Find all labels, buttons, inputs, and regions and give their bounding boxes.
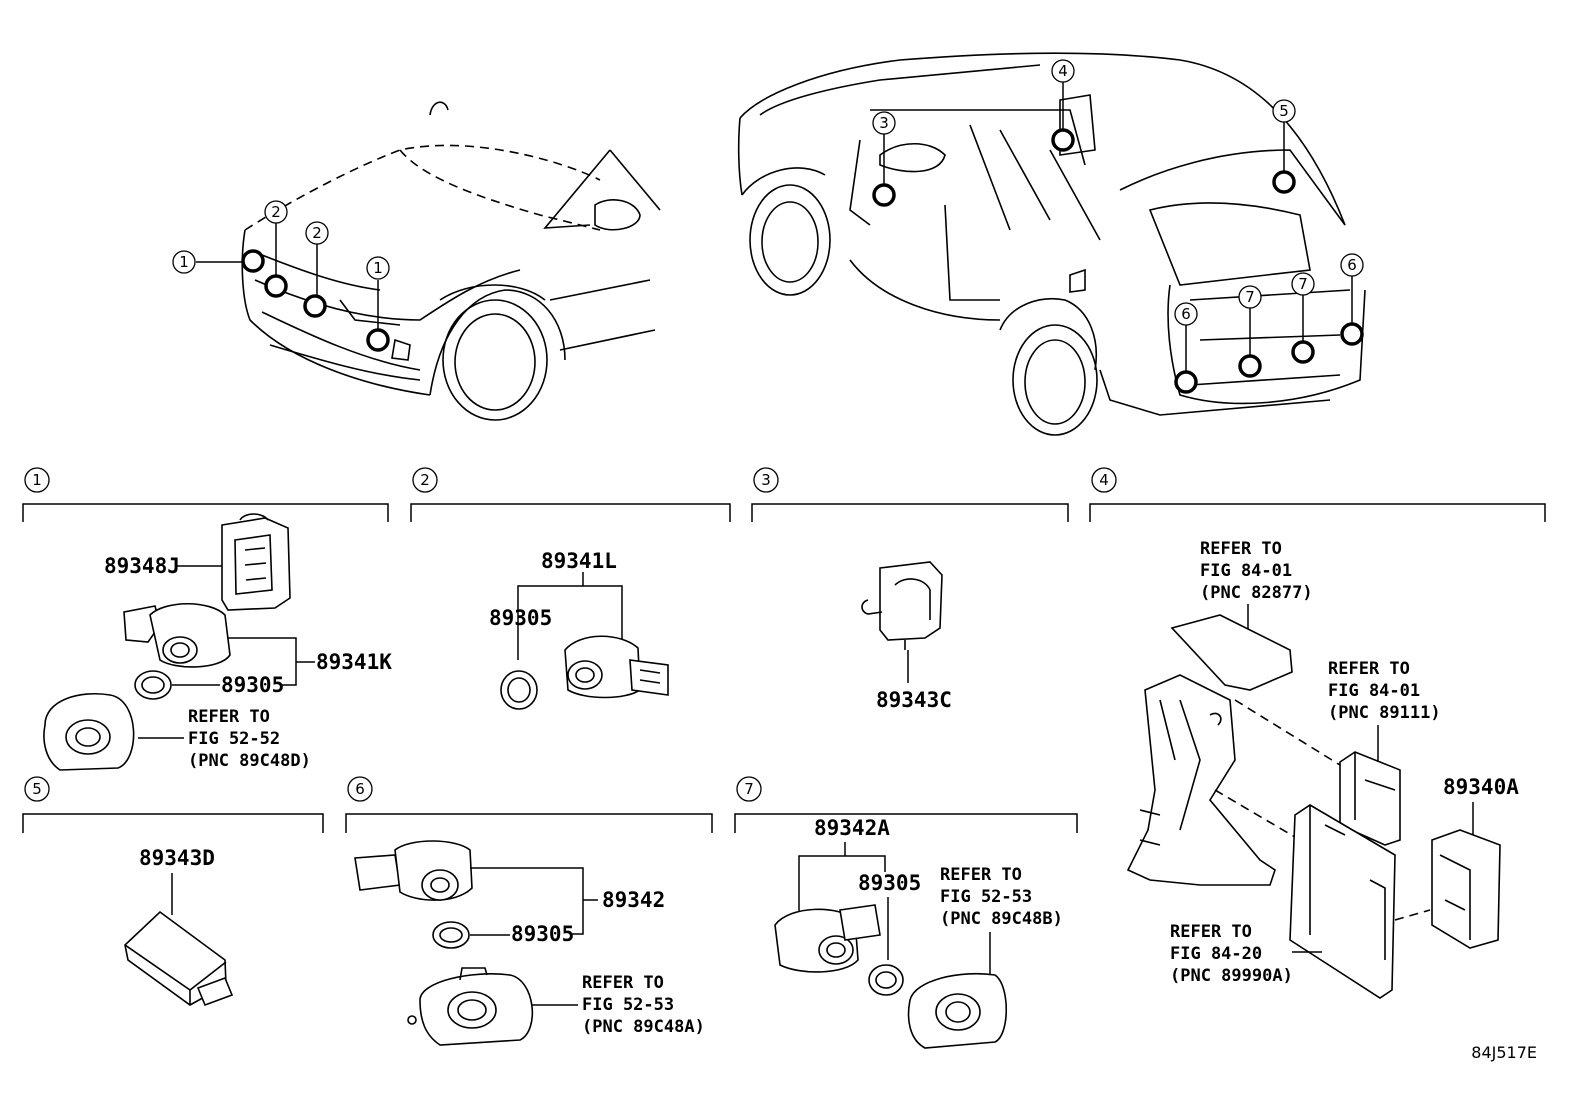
sensor-89343C-drawing: [861, 561, 943, 650]
part-89341K-label: 89341K: [316, 650, 392, 674]
part-89340A-label: 89340A: [1443, 775, 1519, 799]
section-4: REFER TO FIG 84-01 (PNC 82877) REFER TO …: [1126, 539, 1519, 999]
refer-s7-line3: (PNC 89C48B): [940, 909, 1063, 929]
callout-1-right: 1: [373, 259, 383, 277]
part-89342A-label: 89342A: [814, 816, 890, 840]
ring-89305-drawing-s2: [500, 670, 538, 710]
section-3: 89343C: [861, 561, 952, 712]
section-2: 89341L 89305: [489, 549, 669, 710]
refer-s4c-line2: FIG 84-20: [1170, 944, 1262, 964]
diagram-id: 84J517E: [1471, 1043, 1537, 1062]
section-2-number: 2: [420, 471, 430, 489]
refer-s4a-line3: (PNC 82877): [1200, 583, 1313, 603]
front-vehicle-view: 1 2 2 1: [172, 101, 661, 421]
part-89348J-label: 89348J: [104, 554, 180, 578]
sensor-89341K-drawing: [123, 602, 231, 668]
ring-89305-drawing-s7: [868, 964, 904, 996]
part-89342-label: 89342: [602, 888, 665, 912]
bezel-drawing-s6: [407, 967, 534, 1046]
refer-s6-line2: FIG 52-53: [582, 995, 674, 1015]
part-89305-label-s1: 89305: [221, 673, 284, 697]
sensor-89342-drawing: [354, 840, 473, 901]
callout-1-left: 1: [179, 253, 189, 271]
callout-4-vehicle: 4: [1058, 62, 1068, 80]
callout-6-vehicle-right: 6: [1347, 256, 1357, 274]
bracket-89348J-drawing: [221, 513, 291, 611]
section-1: 89348J 89341K 89305 REFER TO FIG 52-52 (…: [43, 513, 392, 771]
refer-s4c-line1: REFER TO: [1170, 922, 1252, 942]
refer-s1-line2: FIG 52-52: [188, 729, 280, 749]
callout-7-vehicle-left: 7: [1245, 288, 1255, 306]
callout-5-vehicle: 5: [1279, 102, 1289, 120]
refer-s6-line3: (PNC 89C48A): [582, 1017, 705, 1037]
part-89341L-label: 89341L: [541, 549, 617, 573]
refer-s1-line1: REFER TO: [188, 707, 270, 727]
part-89343D-label: 89343D: [139, 846, 215, 870]
refer-s4c-line3: (PNC 89990A): [1170, 966, 1293, 986]
refer-s4b-line2: FIG 84-01: [1328, 681, 1420, 701]
sensor-89341L-drawing: [564, 635, 669, 699]
callout-6-vehicle-left: 6: [1181, 305, 1191, 323]
bracket-assembly-drawing: [1126, 614, 1293, 886]
bezel-drawing-s7: [907, 972, 1008, 1049]
section-6-number: 6: [355, 780, 365, 798]
part-89343C-label: 89343C: [876, 688, 952, 712]
sensor-89343D-drawing: [124, 910, 234, 1007]
callout-2-left: 2: [271, 203, 281, 221]
section-4-number: 4: [1099, 471, 1109, 489]
refer-s7-line1: REFER TO: [940, 865, 1022, 885]
bezel-drawing-s1: [43, 693, 135, 771]
refer-s7-line2: FIG 52-53: [940, 887, 1032, 907]
rear-vehicle-view: 3 4 5 6 7 7 6: [737, 52, 1366, 436]
section-5: 89343D: [124, 846, 234, 1007]
refer-s4a-line2: FIG 84-01: [1200, 561, 1292, 581]
section-5-number: 5: [32, 780, 42, 798]
part-89305-label-s7: 89305: [858, 871, 921, 895]
section-6: 89342 89305 REFER TO FIG 52-53 (PNC 89C4…: [354, 840, 705, 1046]
section-7: 89342A 89305 REFER TO FIG 52-53 (PNC 89C…: [774, 816, 1063, 1049]
callout-7-vehicle-right: 7: [1298, 275, 1308, 293]
refer-s1-line3: (PNC 89C48D): [188, 751, 311, 771]
section-1-number: 1: [32, 471, 42, 489]
callout-3-vehicle: 3: [879, 114, 889, 132]
module-large-drawing: [1289, 804, 1396, 999]
callout-2-right: 2: [312, 224, 322, 242]
sensor-89342A-drawing: [774, 904, 881, 973]
refer-s4a-line1: REFER TO: [1200, 539, 1282, 559]
part-89305-label-s6: 89305: [511, 922, 574, 946]
module-89340A-drawing: [1431, 829, 1501, 949]
section-7-number: 7: [744, 780, 754, 798]
ring-89305-drawing: [134, 670, 172, 700]
part-89305-label-s2: 89305: [489, 606, 552, 630]
refer-s4b-line1: REFER TO: [1328, 659, 1410, 679]
section-brackets: 1 2 3 4 5 6 7: [22, 467, 1546, 833]
ring-89305-drawing-s6: [432, 921, 470, 949]
section-3-number: 3: [761, 471, 771, 489]
refer-s6-line1: REFER TO: [582, 973, 664, 993]
refer-s4b-line3: (PNC 89111): [1328, 703, 1441, 723]
